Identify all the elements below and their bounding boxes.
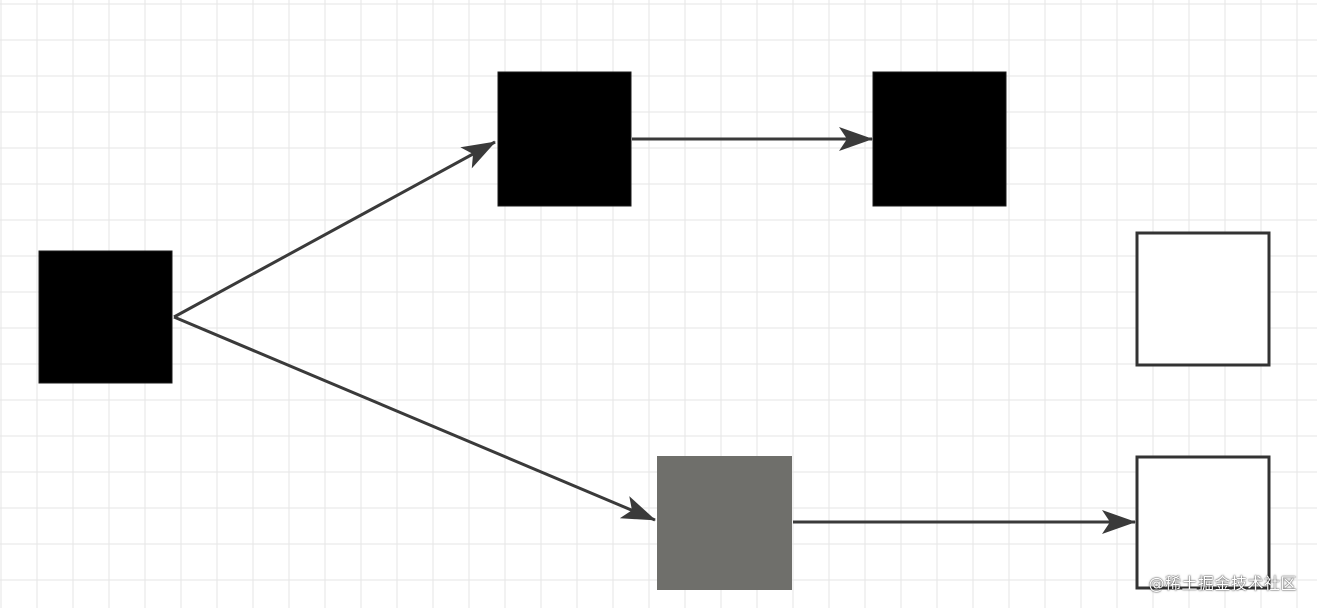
arrow-n1-to-n5: [173, 315, 656, 522]
arrow-n1-to-n2: [173, 140, 496, 319]
node-n2-black-box: [497, 71, 632, 207]
edges-layer: [173, 127, 1136, 534]
node-n5-gray-box: [657, 456, 792, 590]
node-n3-black-box: [872, 71, 1007, 207]
node-n6-white-box: [1135, 455, 1271, 590]
node-n4-white-box: [1135, 231, 1271, 367]
watermark-label: @稀土掘金技术社区: [1148, 574, 1297, 593]
nodes-layer: [38, 71, 1271, 590]
node-n1-black-box: [38, 250, 173, 384]
